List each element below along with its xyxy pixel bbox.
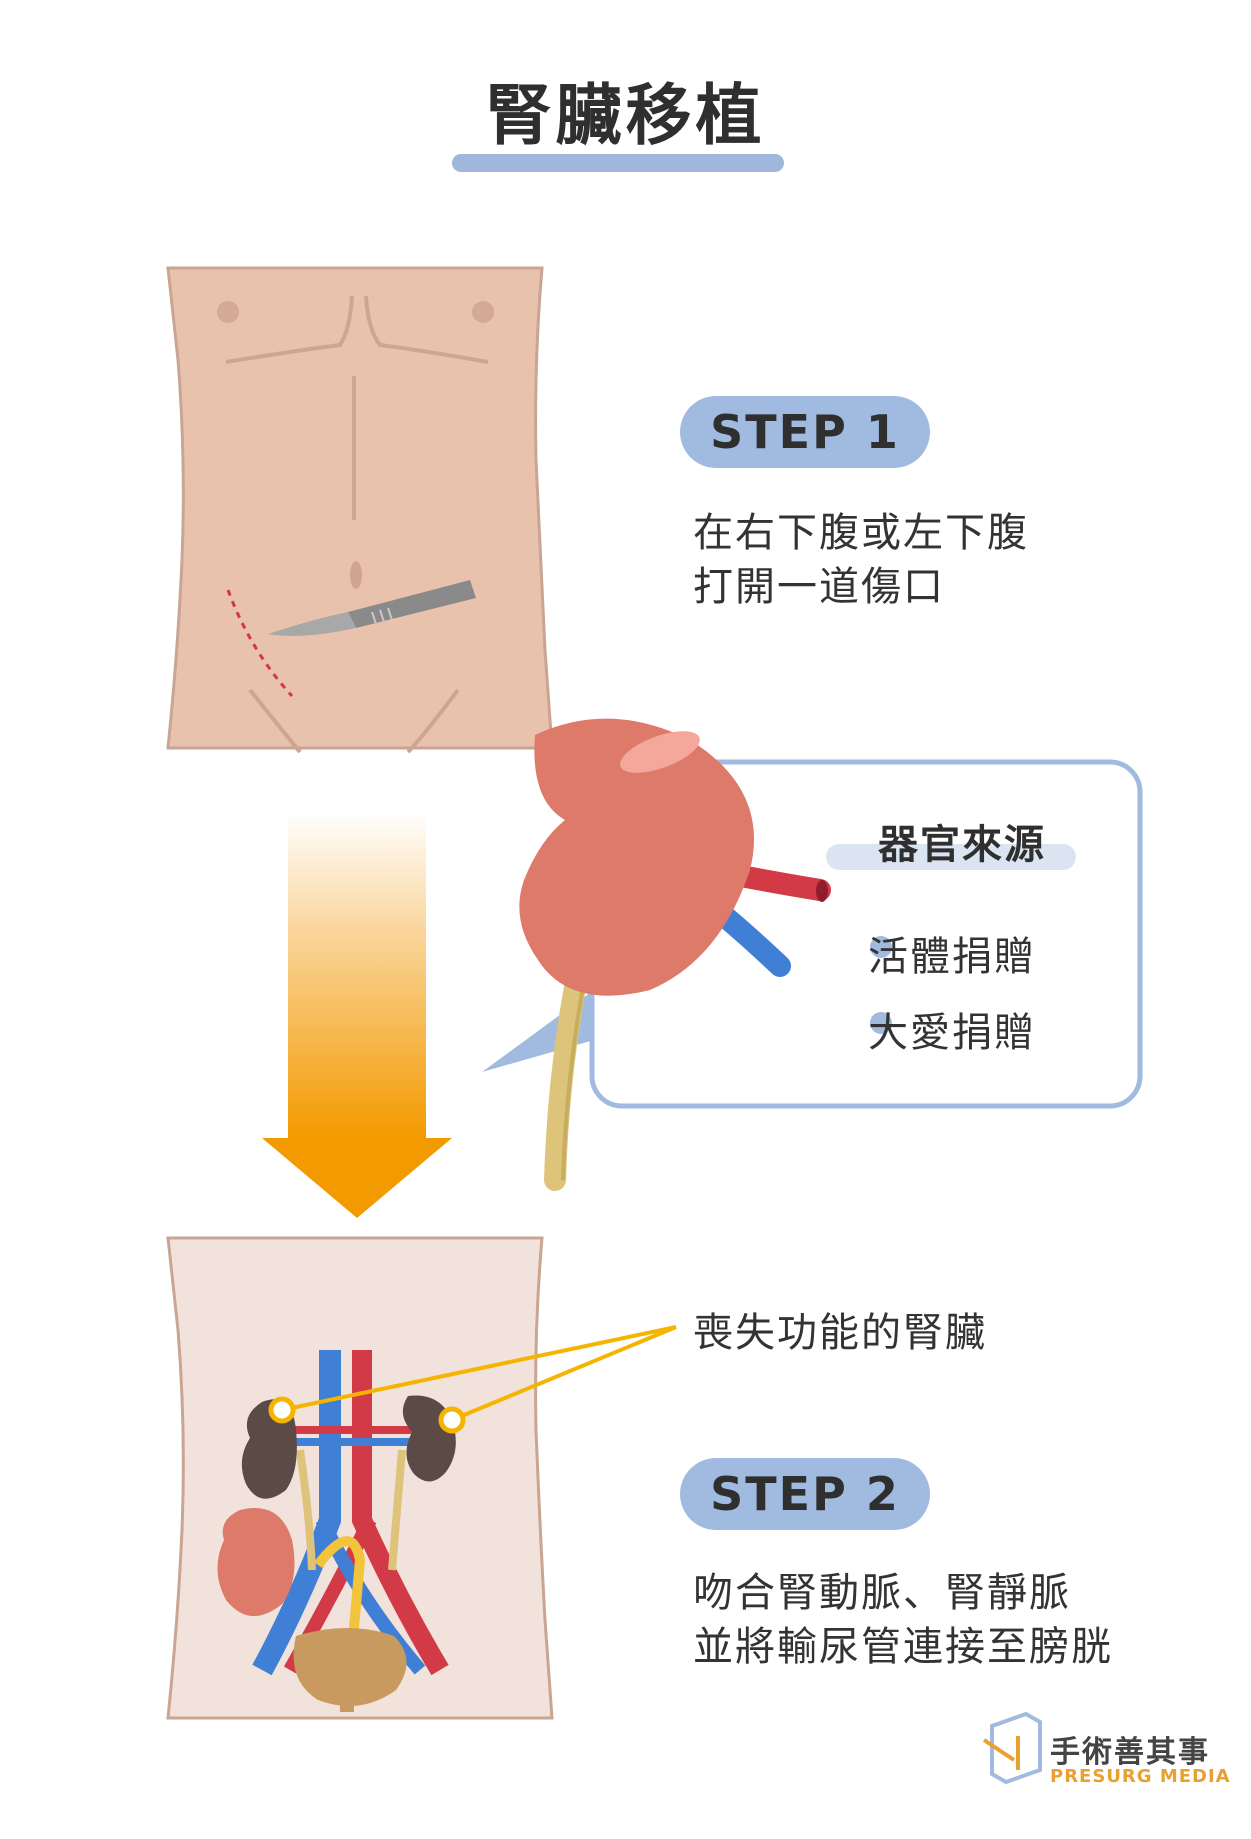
step2-description-line2: 並將輸尿管連接至膀胱 xyxy=(693,1624,1113,1670)
incision-line xyxy=(226,589,294,698)
organ-source-title-highlight xyxy=(826,844,1076,870)
title-underline xyxy=(452,154,784,172)
organ-source-title: 器官來源 xyxy=(878,822,1046,868)
step1-description-line2: 打開一道傷口 xyxy=(693,564,945,610)
step2-description: 吻合腎動脈、腎靜脈 並將輸尿管連接至膀胱 xyxy=(693,1566,1113,1674)
brand-name: 手術善其事 xyxy=(1050,1735,1210,1770)
step1-description: 在右下腹或左下腹 打開一道傷口 xyxy=(693,506,1029,614)
organ-source-item-deceased: 大愛捐贈 xyxy=(868,1010,1036,1056)
torso-step2 xyxy=(166,1236,554,1720)
scalpel-icon xyxy=(268,580,476,636)
bullet-icon xyxy=(870,936,892,958)
page-title: 腎臟移植 xyxy=(485,77,766,154)
failed-kidney-label: 喪失功能的腎臟 xyxy=(693,1310,987,1356)
failed-kidney-callout xyxy=(268,1325,677,1434)
step1-description-line1: 在右下腹或左下腹 xyxy=(693,510,1029,556)
bullet-icon xyxy=(870,1012,892,1034)
transplant-kidney xyxy=(217,1508,295,1617)
step1-badge: STEP 1 xyxy=(680,396,930,468)
torso-step1 xyxy=(166,266,554,754)
down-arrow-icon xyxy=(262,812,452,1218)
donor-kidney-icon xyxy=(519,718,831,1191)
brand-logo-icon xyxy=(982,1711,1042,1785)
bladder xyxy=(293,1628,407,1707)
step2-badge: STEP 2 xyxy=(680,1458,930,1530)
step2-description-line1: 吻合腎動脈、腎靜脈 xyxy=(693,1570,1071,1616)
brand-subtitle: PRESURG MEDIA xyxy=(1050,1766,1231,1787)
failed-kidney-right xyxy=(241,1399,297,1499)
organ-source-item-living: 活體捐贈 xyxy=(868,934,1036,980)
